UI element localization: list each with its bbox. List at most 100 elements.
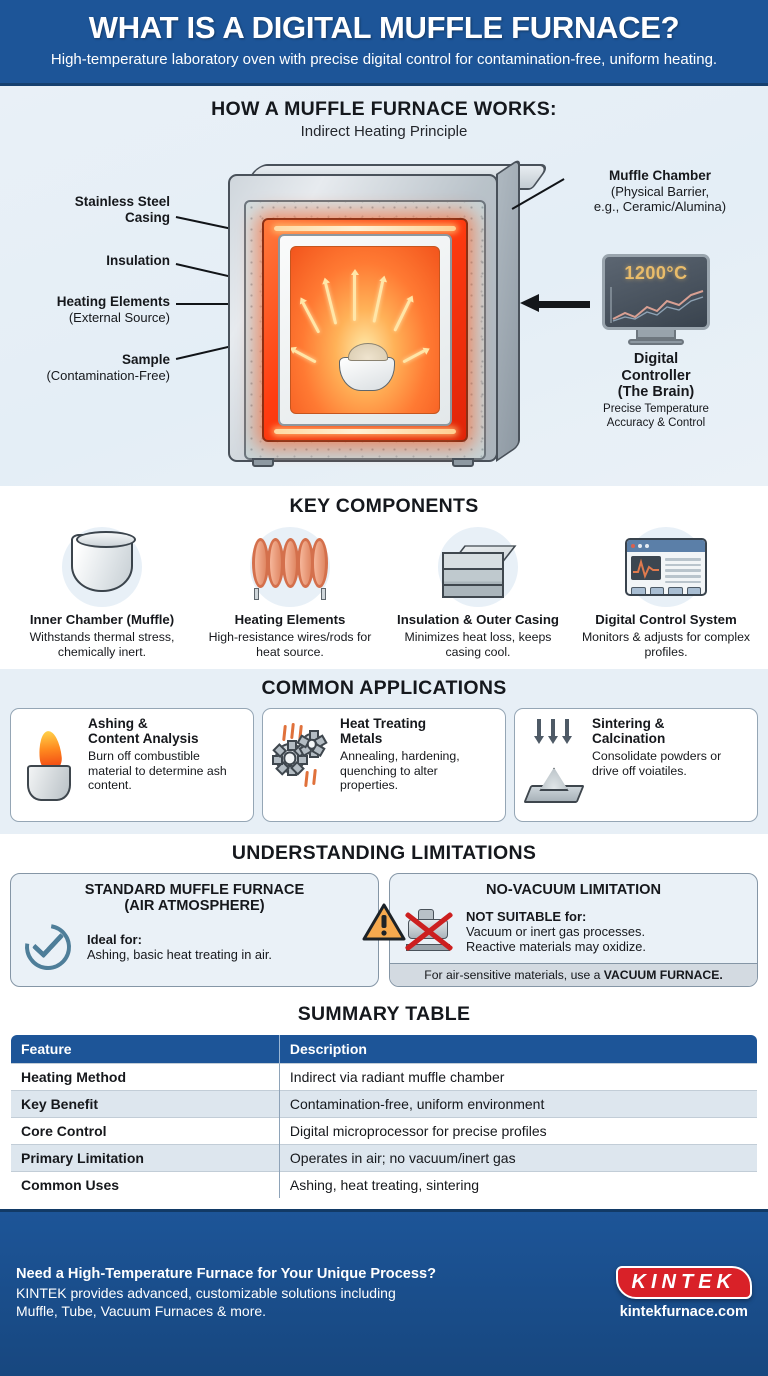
controller-connection-arrow xyxy=(520,294,590,313)
check-circle-icon xyxy=(15,914,81,979)
components-grid: Inner Chamber (Muffle) Withstands therma… xyxy=(8,527,760,659)
footer-cta: Need a High-Temperature Furnace for Your… xyxy=(0,1209,768,1376)
note-emphasis: VACUUM FURNACE. xyxy=(603,968,723,983)
heat-flow-arrow xyxy=(323,281,338,325)
diagram-title: HOW A MUFFLE FURNACE WORKS: xyxy=(211,98,557,121)
controller-temperature-readout: 1200°C xyxy=(624,263,688,284)
controller-title-2: (The Brain) xyxy=(617,384,695,401)
furnace-foot xyxy=(252,458,274,468)
application-desc: Consolidate powders or drive off voiatil… xyxy=(592,749,722,778)
component-desc: Minimizes heat loss, keeps casing cool. xyxy=(404,629,552,659)
furnace-casing xyxy=(228,174,498,468)
limitations-title: UNDERSTANDING LIMITATIONS xyxy=(231,842,537,865)
summary-title: SUMMARY TABLE xyxy=(297,1003,471,1026)
panel-buttons xyxy=(627,587,705,595)
label-muffle-chamber: Muffle Chamber (Physical Barrier, e.g., … xyxy=(593,168,727,214)
panel-shape xyxy=(625,538,707,597)
standard-heading-2: (AIR ATMOSPHERE) xyxy=(124,898,265,915)
controller-sub-1: Precise Temperature xyxy=(603,402,709,415)
cell-description: Ashing, heat treating, sintering xyxy=(279,1171,757,1199)
arrow-shaft xyxy=(538,301,590,309)
heat-flow-arrow xyxy=(292,348,317,364)
heating-coil-icon xyxy=(244,527,336,608)
leader-line-heating xyxy=(176,303,272,305)
controller-title: Digital Controller xyxy=(621,351,691,384)
applications-section: COMMON APPLICATIONS Ashing & Content Ana… xyxy=(0,669,768,835)
application-title-2: Calcination xyxy=(592,731,666,747)
application-title: Ashing & xyxy=(88,716,148,732)
vacuum-furnace-note: For air-sensitive materials, use a VACUU… xyxy=(390,963,757,987)
page-title: WHAT IS A DIGITAL MUFFLE FURNACE? xyxy=(88,10,680,45)
label-sample: Sample (Contamination-Free) xyxy=(46,352,170,383)
powder-pile xyxy=(539,767,569,792)
component-digital-control: Digital Control System Monitors & adjust… xyxy=(572,527,760,659)
cell-description: Operates in air; no vacuum/inert gas xyxy=(279,1144,757,1172)
cell-feature: Heating Method xyxy=(11,1063,280,1091)
panel-titlebar xyxy=(627,540,705,553)
controller-screen: 1200°C xyxy=(602,254,710,331)
furnace-cavity xyxy=(290,246,440,415)
application-desc: Annealing, hardening, quenching to alter… xyxy=(340,749,460,793)
standard-desc: Ashing, basic heat treating in air. xyxy=(87,947,272,963)
heat-flow-arrow xyxy=(372,279,385,323)
application-title-2: Metals xyxy=(340,731,383,747)
table-row: Key Benefit Contamination-free, uniform … xyxy=(11,1090,757,1118)
controller-trend-chart xyxy=(610,287,704,324)
summary-table: Feature Description Heating Method Indir… xyxy=(10,1034,758,1200)
summary-table-section: SUMMARY TABLE Feature Description Heatin… xyxy=(0,997,768,1210)
furnace-foot xyxy=(452,458,474,468)
limitation-card-no-vacuum: NO-VACUUM LIMITATION xyxy=(389,873,758,988)
limitation-card-standard: STANDARD MUFFLE FURNACE (AIR ATMOSPHERE)… xyxy=(10,873,379,988)
cell-description: Contamination-free, uniform environment xyxy=(279,1090,757,1118)
control-panel-icon xyxy=(620,527,712,608)
standard-label: Ideal for: xyxy=(87,932,142,948)
cell-feature: Key Benefit xyxy=(11,1090,280,1118)
table-row: Core Control Digital microprocessor for … xyxy=(11,1117,757,1145)
component-title: Heating Elements xyxy=(234,612,346,628)
application-card-sintering: Sintering & Calcination Consolidate powd… xyxy=(514,708,758,823)
novacuum-heading: NO-VACUUM LIMITATION xyxy=(485,882,662,899)
cell-description: Digital microprocessor for precise profi… xyxy=(279,1117,757,1145)
cell-description: Indirect via radiant muffle chamber xyxy=(279,1063,757,1091)
insulation-cube-icon xyxy=(432,527,524,608)
crucible-shape xyxy=(71,531,136,593)
heat-flow-arrow xyxy=(393,298,412,332)
furnace-side-panel xyxy=(496,157,520,463)
column-header-description: Description xyxy=(279,1035,757,1064)
gears-heat-icon xyxy=(271,717,333,813)
component-heating-elements: Heating Elements High-resistance wires/r… xyxy=(196,527,384,659)
kintek-logo: KINTEK xyxy=(615,1266,752,1300)
component-insulation-casing: Insulation & Outer Casing Minimizes heat… xyxy=(384,527,572,659)
panel-waveform xyxy=(631,556,661,581)
no-vacuum-pump-icon xyxy=(400,905,458,957)
crucible-shape xyxy=(27,765,71,802)
application-card-ashing: Ashing & Content Analysis Burn off combu… xyxy=(10,708,254,823)
footer-line-1: KINTEK provides advanced, customizable s… xyxy=(16,1284,396,1301)
application-desc: Burn off combustible material to determi… xyxy=(88,749,227,793)
application-card-heat-treating: Heat Treating Metals Annealing, hardenin… xyxy=(262,708,506,823)
label-stainless-steel-casing: Stainless Steel Casing xyxy=(74,194,170,225)
cube-front-face xyxy=(442,552,504,599)
controller-stand xyxy=(636,330,676,340)
cube-shape xyxy=(442,534,517,600)
novacuum-desc-1: Vacuum or inert gas processes. xyxy=(466,923,645,939)
note-text: For air-sensitive materials, use a xyxy=(424,968,604,983)
footer-website-url[interactable]: kintekfurnace.com xyxy=(619,1304,748,1321)
cavity-perspective xyxy=(291,247,439,413)
limitations-section: UNDERSTANDING LIMITATIONS STANDARD MUFFL… xyxy=(0,834,768,998)
cell-feature: Core Control xyxy=(11,1117,280,1145)
component-desc: Monitors & adjusts for complex profiles. xyxy=(581,629,751,659)
table-row: Common Uses Ashing, heat treating, sinte… xyxy=(11,1171,757,1199)
controller-base xyxy=(628,339,684,346)
component-inner-chamber: Inner Chamber (Muffle) Withstands therma… xyxy=(8,527,196,659)
crucible-icon xyxy=(56,527,148,608)
furnace-diagram: Stainless Steel Casing Insulation Heatin… xyxy=(0,146,768,486)
components-title: KEY COMPONENTS xyxy=(289,495,479,518)
heat-flow-arrow xyxy=(350,269,359,322)
digital-controller-callout: 1200°C Digital Controller (The Brain) Pr… xyxy=(598,254,714,430)
component-title: Insulation & Outer Casing xyxy=(397,612,559,628)
footer-headline: Need a High-Temperature Furnace for Your… xyxy=(16,1266,437,1283)
warning-triangle-icon xyxy=(362,903,406,941)
table-row: Heating Method Indirect via radiant muff… xyxy=(11,1063,757,1091)
